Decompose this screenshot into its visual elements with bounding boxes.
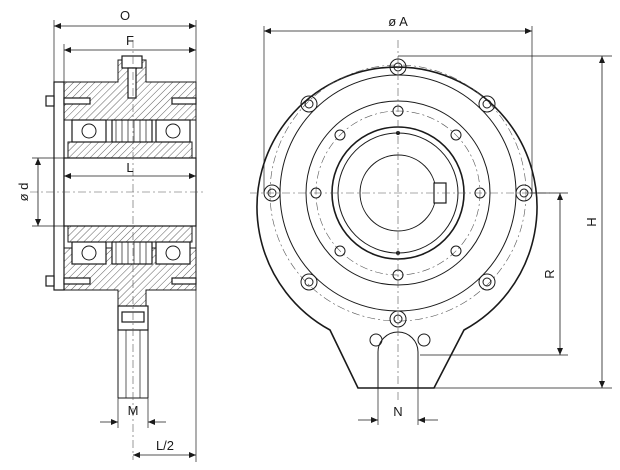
bolt-top-left <box>45 95 91 107</box>
left-flange <box>53 81 65 291</box>
bearing-bottom-right <box>155 241 191 265</box>
label-M: M <box>128 403 139 418</box>
bearing-top-right <box>155 119 191 143</box>
outer-bolt-holes <box>263 58 533 328</box>
bearing-bottom-left <box>71 241 107 265</box>
label-L2: L/2 <box>156 438 174 453</box>
label-R: R <box>542 269 557 278</box>
grease-nipple <box>121 55 143 99</box>
housing-outline <box>256 66 538 389</box>
sprag-top <box>111 119 153 143</box>
label-d: ø d <box>16 183 31 202</box>
dimensions-right <box>263 26 612 425</box>
front-view <box>250 40 550 400</box>
section-view <box>30 40 205 460</box>
label-A: ø A <box>388 14 408 29</box>
dimensions-left <box>32 20 197 462</box>
inner-race-top <box>67 141 193 159</box>
sprag-bottom <box>111 241 153 265</box>
bolt-bottom-left <box>45 275 91 287</box>
bearing-top-left <box>71 119 107 143</box>
label-L: L <box>126 160 133 175</box>
bolt-bottom-right <box>171 277 197 285</box>
label-O: O <box>120 8 130 23</box>
label-N: N <box>393 404 402 419</box>
label-H: H <box>584 217 599 226</box>
bolt-top-right <box>171 97 197 105</box>
inner-race-bottom <box>67 225 193 243</box>
label-F: F <box>126 33 134 48</box>
arm-slot-marks <box>369 333 431 347</box>
